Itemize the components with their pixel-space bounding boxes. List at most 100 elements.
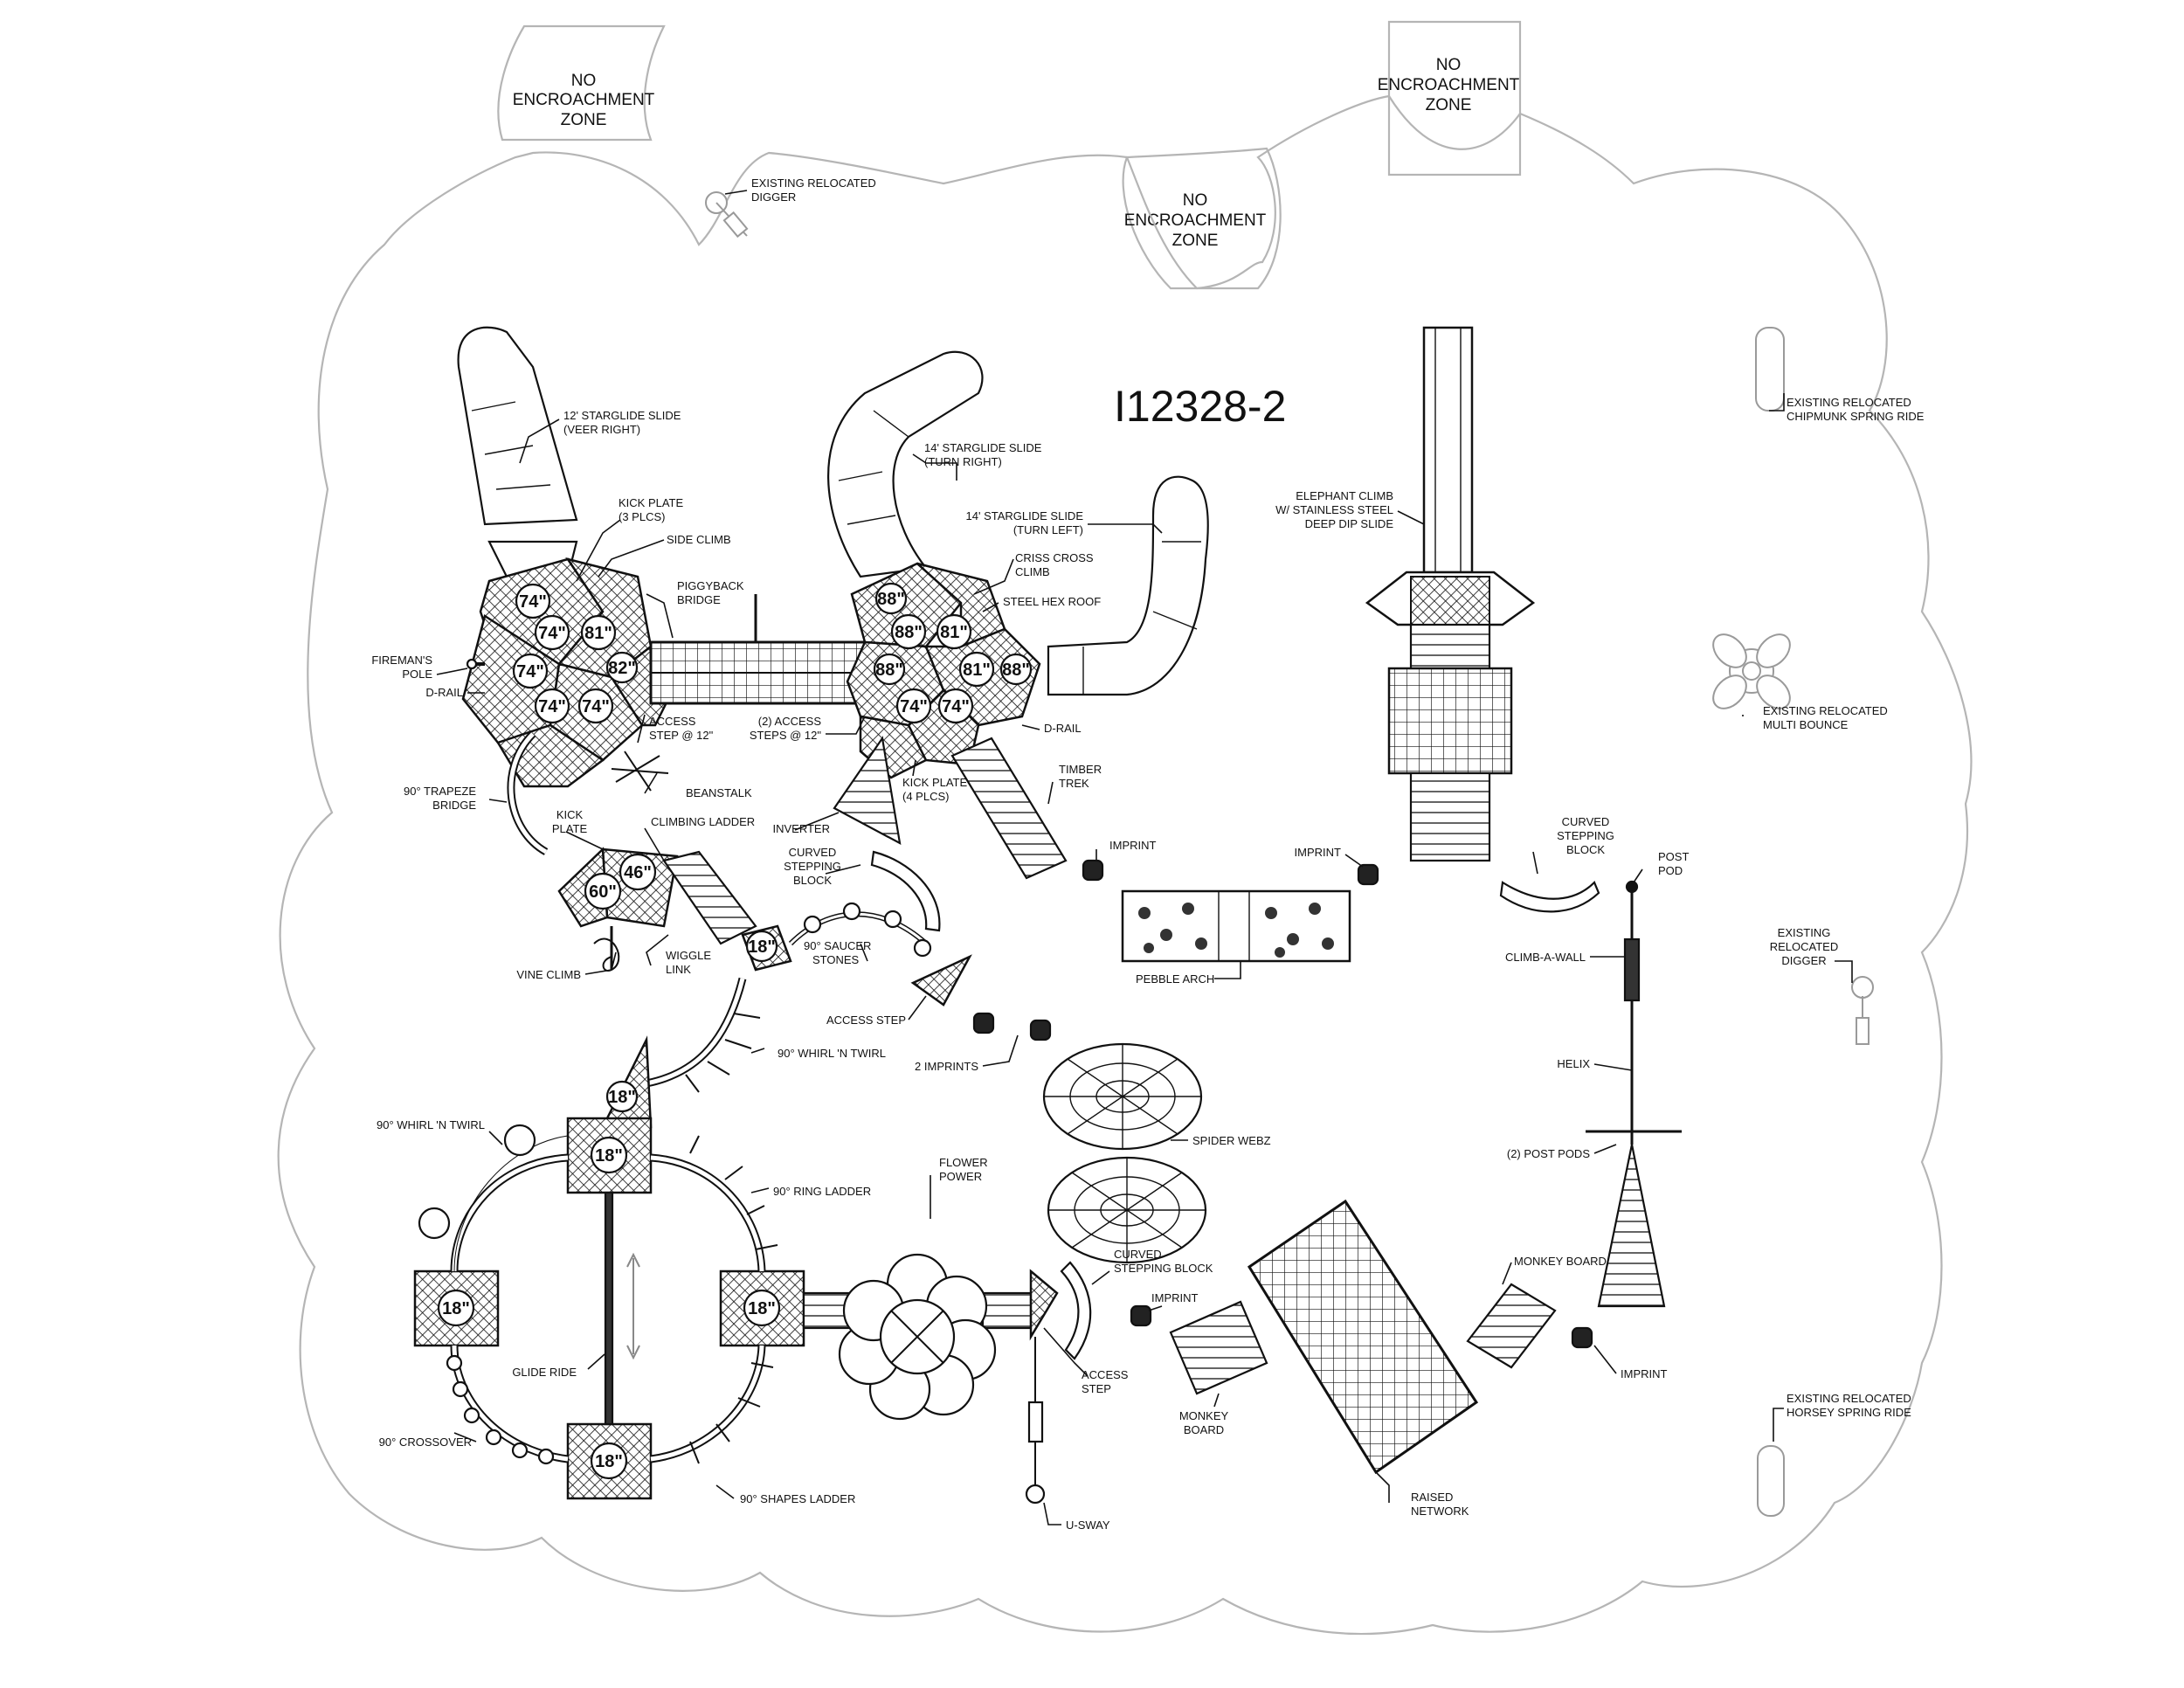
curved-stepping-block-2 xyxy=(1499,881,1600,913)
label-2-imprints: 2 IMPRINTS xyxy=(915,1060,978,1073)
zone-2-line-2: ENCROACHMENT xyxy=(1124,211,1267,230)
label-climbing-ladder: CLIMBING LADDER xyxy=(651,815,755,828)
slide-14ft-turn-left xyxy=(1047,475,1209,696)
label-imprint-3: IMPRINT xyxy=(1151,1291,1199,1304)
zone-1-line-3: ZONE xyxy=(561,111,607,129)
label-access-step-2: ACCESS xyxy=(1082,1368,1129,1381)
label-vine-climb: VINE CLIMB xyxy=(516,968,581,981)
label-curved-stepping-2: CURVED xyxy=(1562,815,1610,828)
label-d-rail-2: D-RAIL xyxy=(1044,722,1082,735)
label-digger-2-l2: RELOCATED xyxy=(1770,940,1839,953)
leader-lines xyxy=(436,190,1853,1525)
glide-ride-arrow xyxy=(626,1252,640,1360)
label-curved-stepping-1-l3: BLOCK xyxy=(793,874,832,887)
label-multi-bounce-sub: MULTI BOUNCE xyxy=(1763,718,1849,731)
label-multi-bounce: EXISTING RELOCATED xyxy=(1763,704,1888,717)
deck-height: 74" xyxy=(519,592,547,612)
label-wiggle-link-sub: LINK xyxy=(666,963,691,976)
slide-12ft-veer-right xyxy=(457,326,578,578)
inverter xyxy=(833,736,902,846)
label-kick-plate: KICK xyxy=(556,808,584,821)
label-chipmunk-sub: CHIPMUNK SPRING RIDE xyxy=(1787,410,1925,423)
label-access-step-1: ACCESS STEP xyxy=(826,1013,906,1027)
label-climb-a-wall: CLIMB-A-WALL xyxy=(1505,951,1586,964)
slide-14ft-turn-right xyxy=(827,350,984,578)
deck-height: 60" xyxy=(589,882,617,902)
label-post-pods-2: (2) POST PODS xyxy=(1507,1147,1590,1160)
label-access-steps-2-sub: STEPS @ 12" xyxy=(750,729,822,742)
label-digger-1: EXISTING RELOCATED xyxy=(751,176,876,190)
monkey-board-2 xyxy=(1466,1283,1557,1369)
bottom-left-loop: 18" 18" 18" 18" 18" xyxy=(413,1035,805,1500)
no-encroachment-zone-2: NO ENCROACHMENT ZONE xyxy=(1122,147,1282,290)
label-access-step-12: ACCESS xyxy=(649,715,696,728)
deck-height: 88" xyxy=(877,590,905,609)
whirl-n-twirl-upper xyxy=(646,977,747,1088)
label-trapeze-bridge: 90° TRAPEZE xyxy=(404,785,476,798)
label-kick-plate-3-sub: (3 PLCS) xyxy=(619,510,665,523)
label-raised-network-sub: NETWORK xyxy=(1411,1505,1469,1518)
label-slide-14ft-left-sub: (TURN LEFT) xyxy=(1013,523,1083,536)
imprint-2 xyxy=(1357,863,1379,886)
label-wiggle-link: WIGGLE xyxy=(666,949,711,962)
imprint-4 xyxy=(1571,1326,1593,1349)
left-deck-height-labels: 74" 74" 81" 74" 74" 74" 82" xyxy=(512,583,639,724)
label-ring-ladder: 90° RING LADDER xyxy=(773,1185,871,1198)
label-imprint-1: IMPRINT xyxy=(1109,839,1157,852)
label-slide-14ft-left: 14' STARGLIDE SLIDE xyxy=(966,509,1084,522)
curved-stepping-block-1 xyxy=(870,850,941,932)
no-encroachment-zone-1: NO ENCROACHMENT ZONE xyxy=(497,24,666,142)
monkey-board-1 xyxy=(1169,1300,1268,1395)
deck-height: 81" xyxy=(940,623,968,642)
label-curved-stepping-3: CURVED xyxy=(1114,1248,1162,1261)
whirl-spinner-1 xyxy=(503,1124,536,1157)
pebble-arch xyxy=(1121,889,1351,963)
label-raised-network: RAISED xyxy=(1411,1491,1453,1504)
left-tower: 74" 74" 81" 74" 74" 74" 82" xyxy=(457,326,683,792)
zone-3-line-1: NO xyxy=(1436,56,1462,74)
center-tower: 88" 88" 81" 88" 81" 88" 74" 74" xyxy=(827,350,1209,880)
post-pods-triangle xyxy=(1597,1144,1666,1308)
label-piggyback: PIGGYBACK xyxy=(677,579,744,592)
label-access-step-2-sub: STEP xyxy=(1082,1382,1111,1395)
deck-height: 18" xyxy=(608,1088,636,1107)
label-kick-plate-4: KICK PLATE xyxy=(902,776,968,789)
label-access-step-12-sub: STEP @ 12" xyxy=(649,729,714,742)
label-imprint-4: IMPRINT xyxy=(1621,1367,1668,1380)
deck-height: 88" xyxy=(895,623,923,642)
deck-height: 18" xyxy=(748,937,776,957)
label-slide-14ft-right-sub: (TURN RIGHT) xyxy=(924,455,1002,468)
label-criss-cross: CRISS CROSS xyxy=(1015,551,1094,564)
zone-3-line-2: ENCROACHMENT xyxy=(1378,76,1520,94)
drawing-title: I12328-2 xyxy=(1114,382,1286,431)
label-flower-power-sub: POWER xyxy=(939,1170,982,1183)
label-curved-stepping-2-l2: STEPPING xyxy=(1557,829,1614,842)
existing-digger-1 xyxy=(705,191,749,239)
label-curved-stepping-2-l3: BLOCK xyxy=(1566,843,1605,856)
deck-height: 18" xyxy=(595,1452,623,1471)
label-digger-1-sub: DIGGER xyxy=(751,190,796,204)
label-monkey-board-1: MONKEY xyxy=(1179,1409,1229,1422)
label-timber-trek-sub: TREK xyxy=(1059,777,1089,790)
deck-height: 81" xyxy=(963,661,991,680)
label-slide-12ft-sub: (VEER RIGHT) xyxy=(563,423,640,436)
label-crossover: 90° CROSSOVER xyxy=(379,1435,472,1449)
deck-height: 88" xyxy=(1002,661,1030,680)
deck-height: 74" xyxy=(516,662,544,681)
deck-height: 74" xyxy=(582,697,610,716)
zone-1-line-1: NO xyxy=(571,72,597,90)
label-kick-plate-sub: PLATE xyxy=(552,822,588,835)
label-curved-stepping-3-sub: STEPPING BLOCK xyxy=(1114,1262,1213,1275)
elephant-climb xyxy=(1365,326,1536,862)
label-horsey-sub: HORSEY SPRING RIDE xyxy=(1787,1406,1911,1419)
glide-ride-track xyxy=(604,1191,614,1426)
label-saucer-stones-sub: STONES xyxy=(812,953,860,966)
label-curved-stepping-1-l2: STEPPING xyxy=(784,860,841,873)
no-encroachment-zone-3: NO ENCROACHMENT ZONE xyxy=(1378,20,1522,176)
label-imprint-2: IMPRINT xyxy=(1295,846,1342,859)
label-trapeze-bridge-sub: BRIDGE xyxy=(432,799,476,812)
deck-height: 18" xyxy=(442,1299,470,1318)
label-elephant-climb-l3: DEEP DIP SLIDE xyxy=(1305,517,1394,530)
label-monkey-board-2: MONKEY BOARD xyxy=(1514,1255,1607,1268)
label-curved-stepping-1: CURVED xyxy=(789,846,837,859)
